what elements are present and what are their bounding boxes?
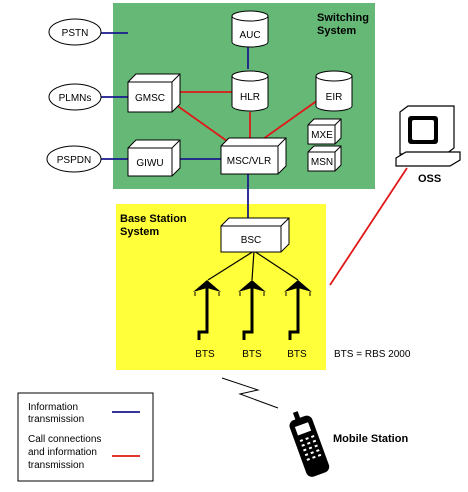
- giwu-label: GIWU: [136, 158, 163, 169]
- bts-label-2: BTS: [242, 349, 262, 360]
- switching-system-title-2: System: [317, 25, 356, 37]
- bsc-node: BSC: [220, 217, 290, 253]
- call-connection-links: [171, 91, 408, 286]
- giwu-node: GIWU: [127, 139, 181, 177]
- mobile-phone-icon: [289, 411, 330, 477]
- pstn-node: PSTN: [48, 18, 102, 46]
- msc-vlr-node: MSC/VLR: [220, 137, 287, 175]
- hlr-label: HLR: [240, 92, 260, 103]
- plmns-node: PLMNs: [48, 83, 102, 111]
- base-station-system-title-2: System: [120, 226, 159, 238]
- gmsc-label: GMSC: [135, 93, 165, 104]
- msn-node: MSN: [307, 145, 342, 172]
- link-gmsc-msc: [171, 101, 235, 147]
- mxe-node: MXE: [307, 118, 342, 145]
- pspdn-node: PSPDN: [46, 145, 102, 173]
- auc-database: AUC: [231, 10, 269, 48]
- gmsc-node: GMSC: [127, 73, 181, 113]
- legend-call-label-2: and information: [28, 447, 97, 458]
- link-bsc-bts-1: [207, 250, 255, 281]
- pspdn-label: PSPDN: [57, 155, 91, 166]
- bts-antenna-icon: [238, 280, 266, 340]
- bsc-bts-links: [207, 250, 299, 281]
- bts-label-1: BTS: [195, 349, 215, 360]
- switching-system-title: Switching: [317, 12, 369, 24]
- radio-link-icon: [221, 377, 279, 409]
- bts-note: BTS = RBS 2000: [334, 349, 411, 360]
- oss-label: OSS: [418, 173, 441, 185]
- legend-info-label: Information: [28, 402, 78, 413]
- hlr-database: HLR: [231, 70, 269, 112]
- mxe-label: MXE: [311, 130, 333, 141]
- legend-call-label-3: transmission: [28, 460, 84, 471]
- bsc-label: BSC: [241, 235, 262, 246]
- link-bsc-bts-3: [253, 250, 299, 281]
- link-eir-msc: [255, 99, 319, 145]
- msc-vlr-label: MSC/VLR: [227, 156, 271, 167]
- plmns-label: PLMNs: [59, 93, 92, 104]
- oss-terminal-icon: [395, 105, 461, 167]
- legend: Information transmission Call connection…: [17, 392, 154, 482]
- eir-database: EIR: [315, 70, 353, 112]
- bts-label-3: BTS: [287, 349, 307, 360]
- bts-antenna-icon: [284, 280, 312, 340]
- legend-info-label-2: transmission: [28, 414, 84, 425]
- pstn-label: PSTN: [62, 28, 89, 39]
- base-station-system-title: Base Station: [120, 213, 187, 225]
- link-bsc-bts-2: [251, 250, 255, 281]
- eir-label: EIR: [326, 92, 343, 103]
- msn-label: MSN: [311, 157, 333, 168]
- link-bss-oss: [329, 167, 408, 286]
- bts-antenna-icon: [193, 280, 221, 340]
- legend-call-label: Call connections: [28, 434, 101, 445]
- auc-label: AUC: [239, 30, 260, 41]
- mobile-station-label: Mobile Station: [333, 433, 408, 445]
